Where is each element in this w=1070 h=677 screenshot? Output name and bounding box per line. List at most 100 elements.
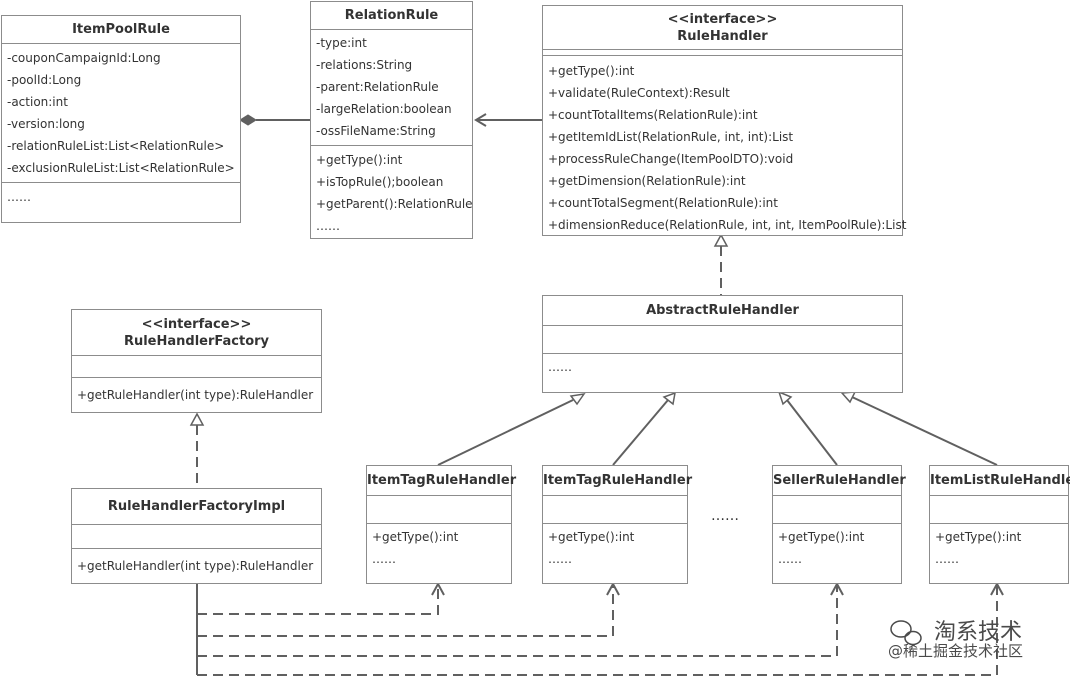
interface-rule-handler-factory: <<interface>> RuleHandlerFactory +getRul… (71, 309, 322, 413)
class-header: ItemTagRuleHandler (367, 466, 517, 496)
dependency-arrowhead-4 (990, 581, 1004, 596)
stereotype-label: <<interface>> (141, 316, 252, 332)
dependency-edge-4 (197, 584, 998, 676)
attribute-row: -relations:String (316, 58, 413, 72)
method-row: +countTotalItems(RelationRule):int (548, 108, 758, 122)
method-row: …… (372, 552, 396, 566)
attribute-row: -largeRelation:boolean (316, 102, 452, 116)
class-item-pool-rule: ItemPoolRule -couponCampaignId:Long -poo… (1, 15, 241, 223)
method-row: …… (548, 360, 572, 374)
methods-section: +getType():int …… (930, 524, 1068, 570)
attribute-row: -action:int (7, 95, 68, 109)
dependency-edge-3 (197, 584, 838, 657)
more-handlers-ellipsis: …… (711, 508, 739, 524)
attribute-row: -parent:RelationRule (316, 80, 439, 94)
class-name: RuleHandler (677, 28, 768, 44)
class-header: RuleHandlerFactoryImpl (72, 489, 321, 525)
dependency-arrowhead-1 (431, 581, 445, 596)
class-rule-handler-factory-impl: RuleHandlerFactoryImpl +getRuleHandler(i… (71, 488, 322, 584)
attributes-section (543, 496, 687, 524)
method-row: +isTopRule();boolean (316, 175, 444, 189)
attributes-section (543, 50, 902, 56)
method-row: +getType():int (548, 530, 635, 544)
method-row: …… (7, 190, 31, 204)
method-row: +getType():int (548, 64, 635, 78)
stereotype-label: <<interface>> (667, 11, 778, 27)
method-row: …… (548, 552, 572, 566)
method-row: +getType():int (935, 530, 1022, 544)
method-row: +validate(RuleContext):Result (548, 86, 730, 100)
methods-section: +getType():int …… (543, 524, 687, 570)
attribute-row: -exclusionRuleList:List<RelationRule> (7, 161, 235, 175)
class-name: RelationRule (344, 8, 439, 23)
methods-section: +getRuleHandler(int type):RuleHandler (72, 549, 321, 577)
class-header: ItemTagRuleHandler (543, 466, 693, 496)
methods-section: +getType():int +isTopRule();boolean +get… (311, 146, 473, 237)
class-header: <<interface>> RuleHandlerFactory (72, 310, 321, 356)
dependency-edge-2 (197, 584, 614, 637)
class-item-tag-rule-handler-2: ItemTagRuleHandler +getType():int …… (542, 465, 693, 584)
attribute-row: -ossFileName:String (316, 124, 436, 138)
dependency-arrowhead-2 (606, 581, 620, 596)
dependency-edge-1 (197, 584, 439, 615)
class-seller-rule-handler: SellerRuleHandler +getType():int …… (772, 465, 906, 584)
method-row: +getType():int (372, 530, 459, 544)
dependency-arrowhead-3 (830, 581, 844, 596)
class-name: SellerRuleHandler (773, 473, 906, 488)
attribute-row: -couponCampaignId:Long (7, 51, 161, 65)
class-name: ItemPoolRule (72, 22, 170, 37)
attributes-section (72, 525, 321, 549)
association-arrowhead (474, 113, 487, 127)
watermark-subtitle: @稀土掘金技术社区 (888, 642, 1024, 660)
attributes-section (930, 496, 1068, 524)
method-row: +processRuleChange(ItemPoolDTO):void (548, 152, 794, 166)
method-row: +getItemIdList(RelationRule, int, int):L… (548, 130, 794, 144)
realization-triangle-factory (189, 412, 205, 426)
class-relation-rule: RelationRule -type:int -relations:String… (310, 1, 473, 239)
method-row: +getType():int (316, 153, 403, 167)
class-name: ItemListRuleHandler (930, 473, 1070, 488)
generalization-edge-1 (437, 399, 574, 466)
method-row: …… (316, 219, 340, 233)
attribute-row: -poolId:Long (7, 73, 82, 87)
class-name: RuleHandlerFactory (123, 333, 270, 349)
methods-section: +getType():int …… (367, 524, 511, 570)
generalization-triangle-4 (840, 391, 857, 404)
class-abstract-rule-handler: AbstractRuleHandler …… (542, 295, 903, 393)
interface-rule-handler: <<interface>> RuleHandler +getType():int… (542, 5, 907, 236)
method-row: +getType():int (778, 530, 865, 544)
method-row: +getParent():RelationRule (316, 197, 473, 211)
attributes-section (773, 496, 901, 524)
method-row: …… (778, 552, 802, 566)
methods-section: +getRuleHandler(int type):RuleHandler (72, 378, 321, 406)
class-item-list-rule-handler: ItemListRuleHandler +getType():int …… (929, 465, 1070, 584)
attribute-row: -version:long (7, 117, 85, 131)
watermark-title: 淘系技术 (934, 620, 1023, 645)
generalization-triangle-3 (777, 390, 793, 406)
class-name: ItemTagRuleHandler (367, 473, 517, 488)
methods-section: …… (543, 354, 902, 378)
generalization-edge-3 (786, 399, 838, 466)
methods-section: +getType():int …… (773, 524, 901, 570)
methods-section: +getType():int +validate(RuleContext):Re… (543, 56, 907, 236)
methods-section: …… (2, 183, 240, 208)
class-header: ItemPoolRule (2, 16, 240, 44)
class-header: AbstractRuleHandler (543, 296, 902, 326)
composition-diamond (239, 114, 257, 126)
class-name: ItemTagRuleHandler (543, 473, 693, 488)
generalization-edge-4 (851, 396, 998, 466)
method-row: +getRuleHandler(int type):RuleHandler (77, 388, 314, 402)
class-header: ItemListRuleHandler (930, 466, 1070, 496)
method-row: +countTotalSegment(RelationRule):int (548, 196, 778, 210)
generalization-edge-2 (612, 399, 669, 466)
realization-triangle-abstract (713, 233, 729, 247)
attributes-section (72, 356, 321, 378)
class-item-tag-rule-handler-1: ItemTagRuleHandler +getType():int …… (366, 465, 517, 584)
class-header: <<interface>> RuleHandler (543, 6, 902, 50)
attributes-section: -type:int -relations:String -parent:Rela… (311, 30, 472, 146)
wechat-icon (890, 620, 922, 646)
method-row: +dimensionReduce(RelationRule, int, int,… (548, 218, 907, 232)
generalization-triangle-1 (569, 392, 586, 406)
attributes-section: -couponCampaignId:Long -poolId:Long -act… (2, 44, 240, 183)
